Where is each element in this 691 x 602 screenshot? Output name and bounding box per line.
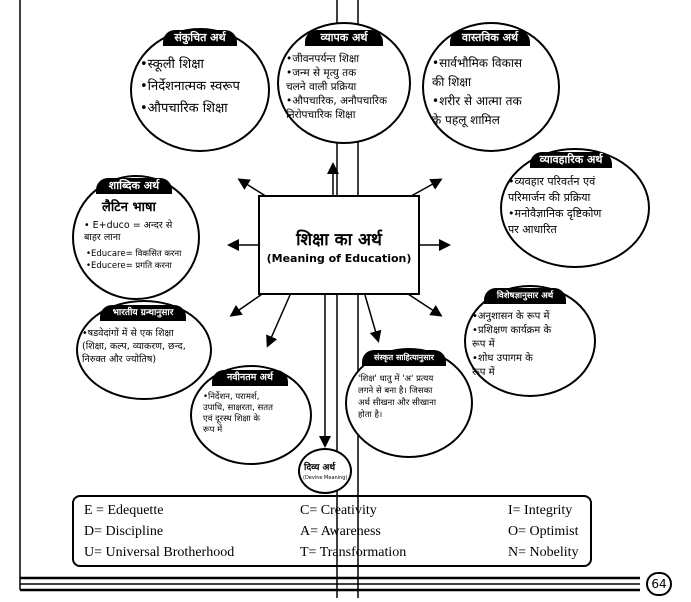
divya-sub: (Devine Meaning) <box>303 475 348 481</box>
center-subtitle: (Meaning of Education) <box>266 252 412 265</box>
vastavik-item: की शिक्षा <box>432 75 472 89</box>
naveenatam-item: रूप में <box>203 425 223 435</box>
vyavaharik-item: पर आधारित <box>508 223 557 236</box>
page-number: 64 <box>651 577 667 591</box>
bhartiya-item: (शिक्षा, कल्प, व्याकरण, छन्द, <box>82 341 186 352</box>
vishesh-item: रूप में <box>472 339 495 350</box>
label-vishesh: विशेषज्ञानुसार अर्थ <box>484 288 566 304</box>
center-box: शिक्षा का अर्थ (Meaning of Education) <box>258 195 420 295</box>
label-naveenatam: नवीनतम अर्थ <box>212 370 288 386</box>
sankuchit-item: •औपचारिक शिक्षा <box>140 101 228 116</box>
vastavik-item: •सार्वभौमिक विकास <box>432 56 523 70</box>
center-title: शिक्षा का अर्थ <box>296 230 382 250</box>
sanskrit-item: होता है। <box>358 410 383 420</box>
naveenatam-item: •निर्देशन, परामर्श, <box>203 392 260 402</box>
legend-entry: C= Creativity <box>300 503 377 518</box>
circle-vastavik <box>422 22 560 152</box>
vyapak-item: •जन्म से मृत्यु तक <box>286 67 357 79</box>
legend-entry: N= Nobelity <box>508 545 579 560</box>
label-shabdik: शाब्दिक अर्थ <box>96 178 172 194</box>
label-vyapak: व्यापक अर्थ <box>305 30 383 46</box>
shabdik-item: •Educere= प्रगति करना <box>86 261 172 271</box>
circle-sankuchit <box>130 28 270 152</box>
legend-entry: U= Universal Brotherhood <box>84 545 235 560</box>
circle-divya <box>298 448 352 494</box>
vyavaharik-item: •मनोवैज्ञानिक दृष्टिकोण <box>508 207 602 220</box>
vastavik-item: के पहलू शामिल <box>432 113 500 127</box>
vishesh-item: •शोध उपागम के <box>472 353 533 364</box>
sanskrit-item: अर्थ सीखना और सीखाना <box>358 398 437 408</box>
label-bhartiya: भारतीय ग्रन्थानुसार <box>100 305 186 321</box>
shabdik-heading: लैटिन भाषा <box>102 200 156 215</box>
sankuchit-item: •निर्देशनात्मक स्वरूप <box>140 79 240 94</box>
bhartiya-item: •षडवेदांगों में से एक शिक्षा <box>82 328 174 339</box>
shabdik-item: •Educare= विकसित करना <box>86 249 182 259</box>
label-vastavik: वास्तविक अर्थ <box>450 30 530 46</box>
circle-shabdik <box>72 175 200 300</box>
sankuchit-item: •स्कूली शिक्षा <box>140 57 204 72</box>
vyapak-item: निरोपचारिक शिक्षा <box>286 109 356 121</box>
legend-entry: D= Discipline <box>84 524 164 539</box>
vastavik-item: •शरीर से आत्मा तक <box>432 94 522 108</box>
vishesh-item: •अनुशासन के रूप में <box>472 311 550 322</box>
label-vyavaharik: व्यावहारिक अर्थ <box>530 152 612 168</box>
legend-entry: A= Awareness <box>300 524 381 539</box>
vyapak-item: चलने वाली प्रक्रिया <box>286 81 357 93</box>
naveenatam-item: उपाधि, साक्षरता, सतत <box>203 403 273 413</box>
bhartiya-item: निरुक्त और ज्योतिष) <box>82 354 157 365</box>
sanskrit-item: 'शिक्ष' धातु में 'अ' प्रत्यय <box>358 374 434 384</box>
sanskrit-item: लगने से बना है। जिसका <box>358 386 433 396</box>
label-sankuchit: संकुचित अर्थ <box>163 30 237 46</box>
vishesh-item: •प्रशिक्षण कार्यक्रम के <box>472 325 552 336</box>
vyapak-item: •जीवनपर्यन्त शिक्षा <box>286 53 360 65</box>
shabdik-item: • E+duco = अन्दर से <box>84 220 173 231</box>
circle-sanskrit <box>345 348 473 458</box>
label-sanskrit: संस्कृत साहित्यानुसार <box>362 350 446 366</box>
shabdik-item: बाहर लाना <box>84 232 121 243</box>
vishesh-item: रूप में <box>472 367 495 378</box>
vyapak-item: •औपचारिक, अनौपचारिक <box>286 95 388 107</box>
legend-entry: O= Optimist <box>508 524 579 539</box>
page-number-badge: 64 <box>646 572 672 596</box>
circle-vyavaharik <box>500 148 650 268</box>
vyavaharik-item: •व्यवहार परिवर्तन एवं <box>508 175 596 188</box>
legend-entry: I= Integrity <box>508 503 573 518</box>
vyavaharik-item: परिमार्जन की प्रक्रिया <box>508 191 591 204</box>
legend-entry: T= Transformation <box>300 545 407 560</box>
label-divya: दिव्य अर्थ <box>304 463 336 473</box>
naveenatam-item: एवं दूरस्थ शिक्षा के <box>203 414 260 424</box>
legend-box: E = Edequette D= Discipline U= Universal… <box>72 495 592 567</box>
legend-entry: E = Edequette <box>84 503 164 518</box>
